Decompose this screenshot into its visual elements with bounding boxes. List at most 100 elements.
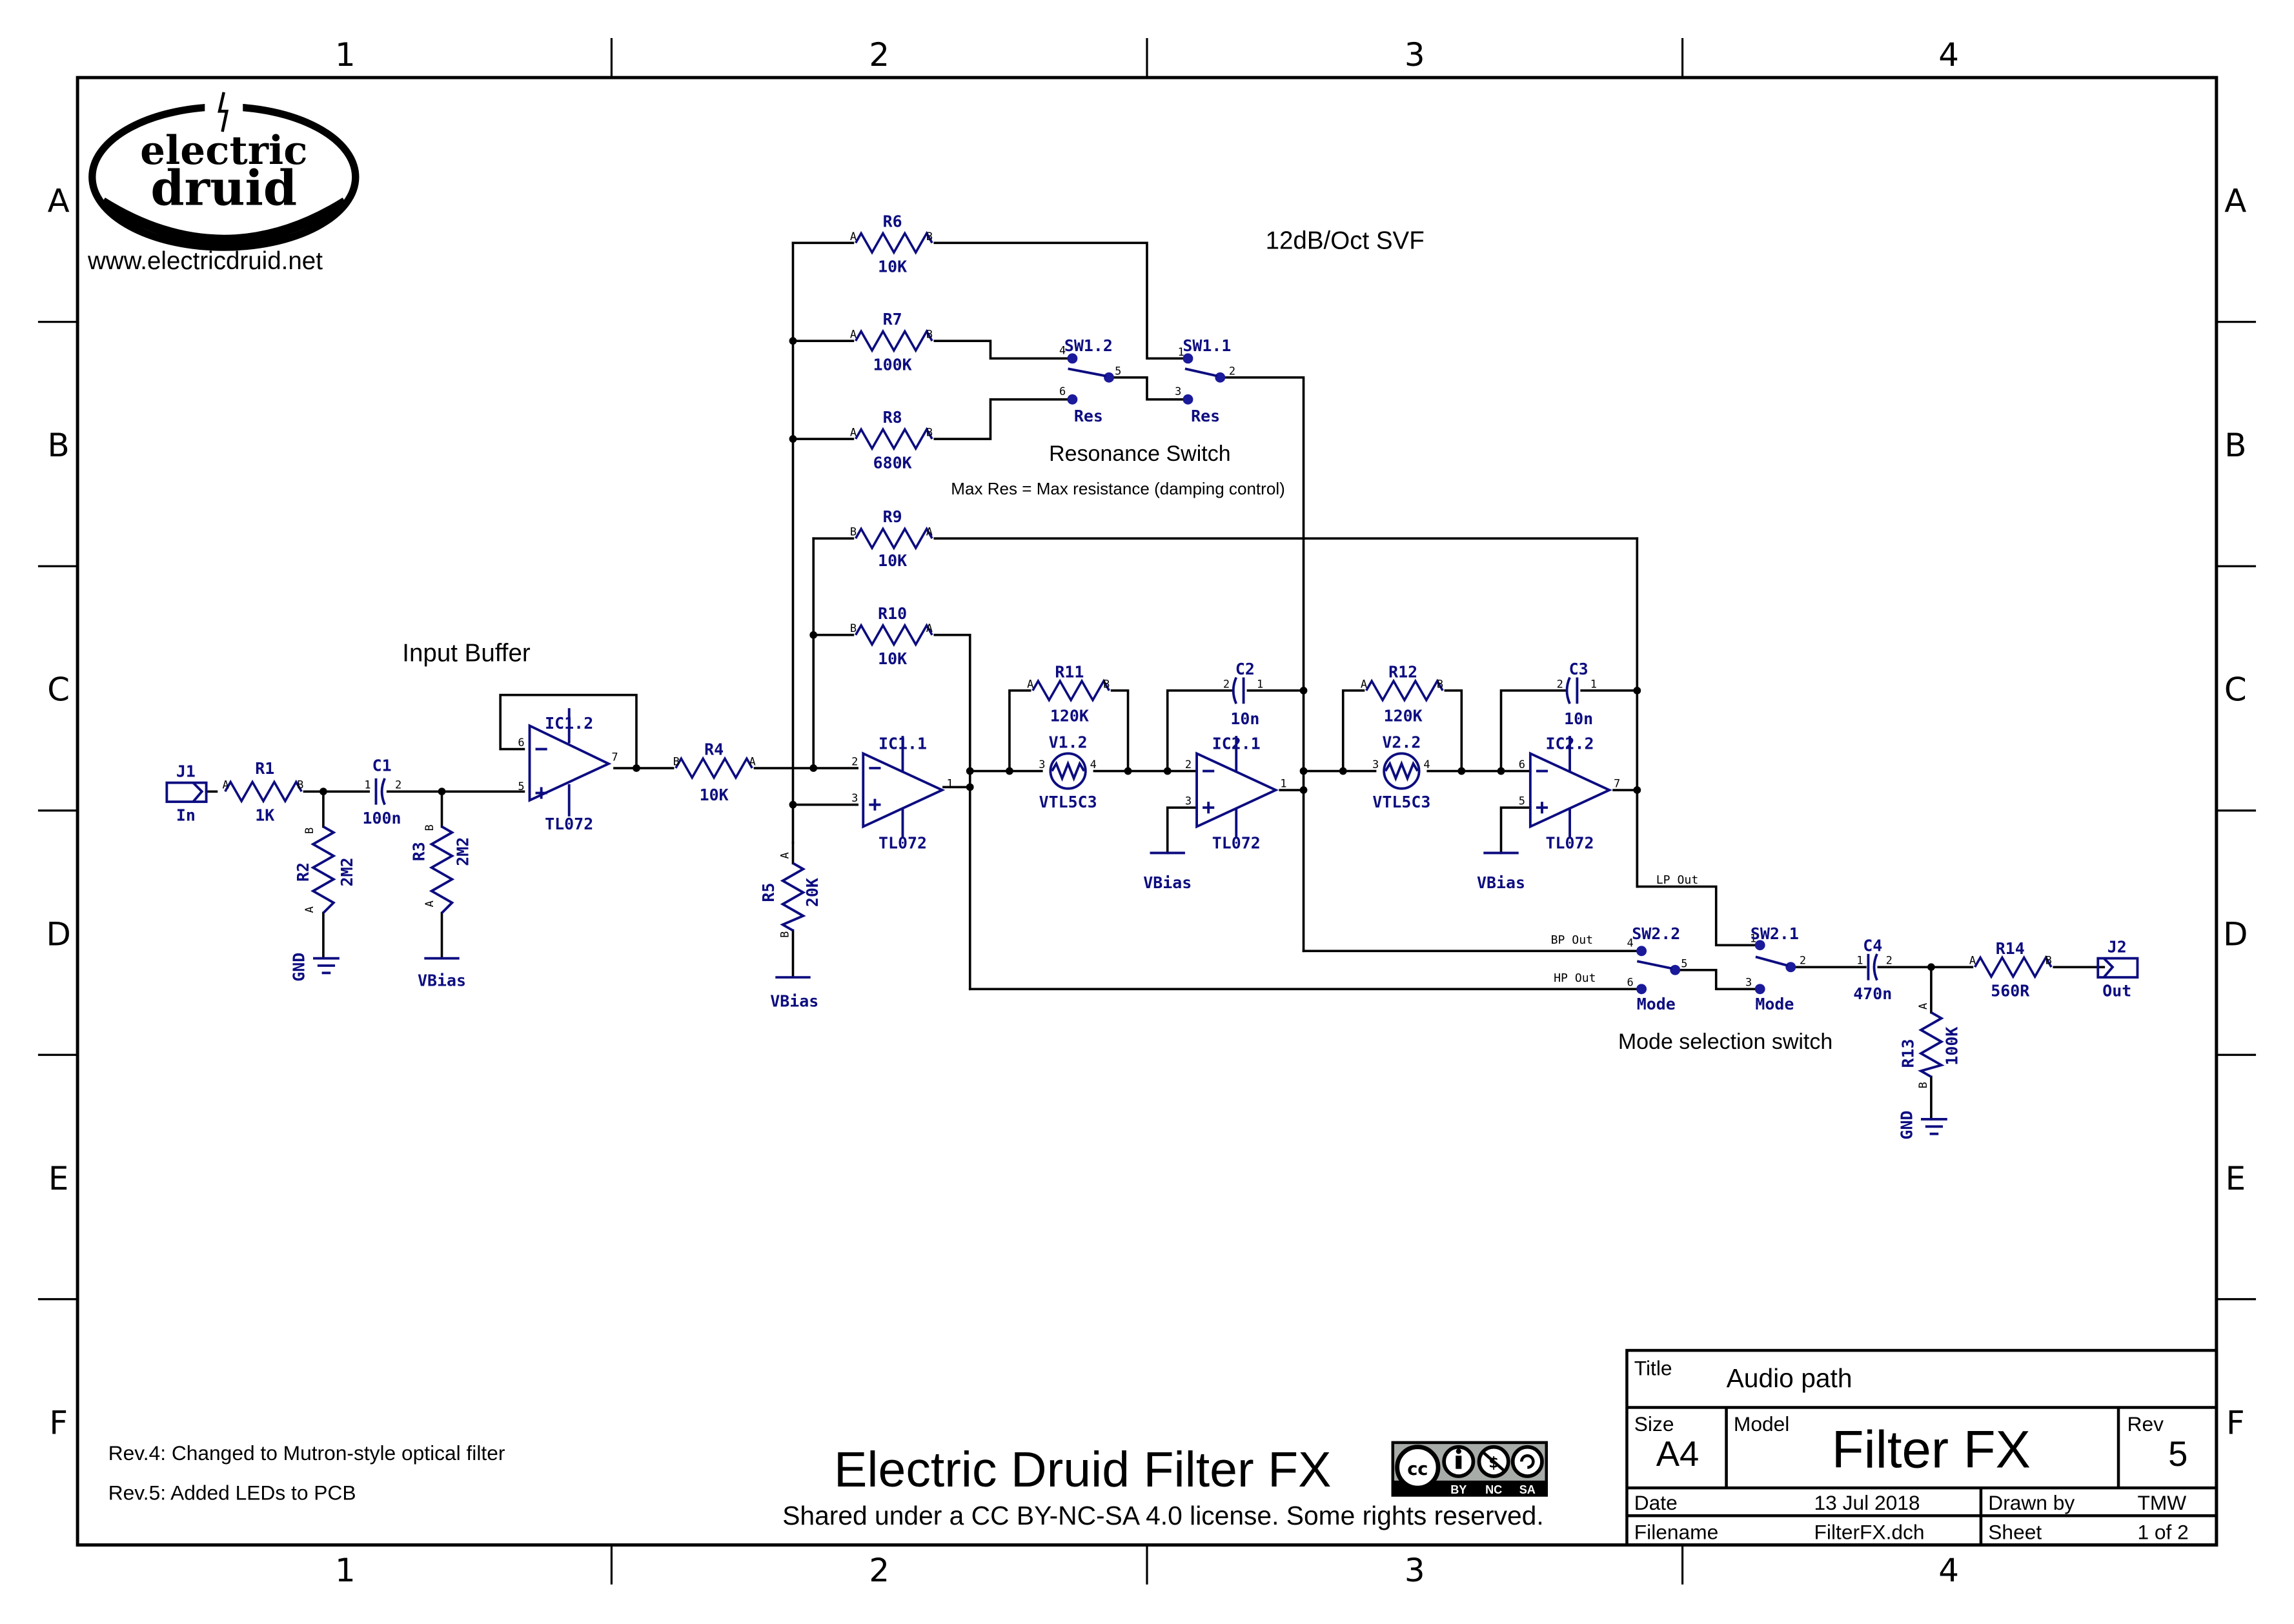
svg-text:A: A	[850, 230, 857, 243]
title-label: Title	[1634, 1357, 1672, 1380]
svg-text:Mode: Mode	[1637, 995, 1676, 1013]
row-label-right: E	[2226, 1160, 2246, 1197]
svg-text:NC: NC	[1485, 1483, 1502, 1496]
opamp-ic1-2: 657 IC1.2 TL072	[518, 708, 618, 833]
row-label-right: D	[2223, 915, 2248, 953]
svg-text:Out: Out	[2102, 982, 2131, 1000]
svg-text:SW1.2: SW1.2	[1064, 336, 1113, 355]
svg-text:3: 3	[1175, 385, 1181, 398]
svg-text:4: 4	[1059, 345, 1066, 358]
svg-text:A: A	[749, 755, 755, 768]
row-label-left: E	[48, 1160, 69, 1197]
svg-text:B: B	[423, 824, 436, 831]
drawn-by-value: TMW	[2137, 1491, 2186, 1514]
svg-text:SW2.1: SW2.1	[1751, 924, 1799, 943]
svg-text:2: 2	[1185, 758, 1192, 771]
svg-text:6: 6	[518, 736, 524, 749]
svg-text:100K: 100K	[873, 355, 912, 374]
license-text: Shared under a CC BY-NC-SA 4.0 license. …	[782, 1501, 1543, 1530]
svg-text:R2: R2	[294, 862, 312, 882]
sa-icon	[1510, 1445, 1544, 1478]
svg-text:7: 7	[1614, 777, 1620, 790]
svg-text:R4: R4	[704, 740, 724, 759]
svg-text:A: A	[779, 852, 792, 858]
svg-text:R1: R1	[255, 759, 274, 778]
project-title: Electric Druid Filter FX	[834, 1442, 1332, 1497]
svg-text:2: 2	[1886, 955, 1893, 968]
mode-switch-label: Mode selection switch	[1618, 1030, 1832, 1054]
title-block: Title Audio path Size A4 Model Filter FX…	[1625, 1348, 2218, 1547]
svg-text:Res: Res	[1191, 407, 1220, 425]
svg-text:A: A	[1917, 1003, 1930, 1010]
svg-text:3: 3	[1039, 758, 1045, 771]
input-jack-j1: J1 In	[165, 762, 208, 825]
svg-text:680K: 680K	[873, 453, 912, 472]
date-value: 13 Jul 2018	[1814, 1491, 1920, 1514]
vbias-symbol: VBias	[1143, 851, 1192, 892]
svg-text:B: B	[926, 329, 933, 341]
vbias-symbol: VBias	[418, 957, 466, 990]
net-label-bp-out: BP Out	[1551, 933, 1593, 947]
svg-text:R6: R6	[883, 212, 902, 230]
svg-text:560R: 560R	[1991, 982, 2029, 1000]
svf-section-label: 12dB/Oct SVF	[1266, 227, 1425, 254]
model-label: Model	[1734, 1412, 1789, 1436]
vbias-symbol: VBias	[1477, 851, 1525, 892]
svg-text:2: 2	[1223, 678, 1230, 691]
date-label: Date	[1634, 1491, 1678, 1514]
svg-text:TL072: TL072	[1546, 834, 1594, 853]
size-value: A4	[1656, 1434, 1700, 1474]
output-jack-j2: J2 Out	[2096, 938, 2139, 1000]
svg-text:4: 4	[1090, 758, 1097, 771]
svg-text:IC1.2: IC1.2	[545, 714, 593, 733]
svg-text:B: B	[2045, 955, 2052, 968]
svg-text:SA: SA	[1519, 1483, 1536, 1496]
svg-text:VBias: VBias	[418, 971, 466, 990]
grid-labels: 1 2 3 4 1 2 3 4 A B C D E F A B C D E F	[46, 36, 2248, 1589]
svg-text:B: B	[850, 526, 857, 539]
svg-text:BY: BY	[1450, 1483, 1467, 1496]
svg-text:B: B	[303, 827, 316, 834]
rev-value: 5	[2168, 1434, 2187, 1474]
svg-text:VTL5C3: VTL5C3	[1039, 793, 1097, 811]
svg-text:470n: 470n	[1853, 984, 1892, 1003]
svg-text:1: 1	[364, 779, 370, 792]
svg-text:3: 3	[1185, 795, 1192, 808]
junction-dots	[320, 337, 1935, 971]
svg-text:1: 1	[1856, 955, 1863, 968]
svg-text:C4: C4	[1863, 936, 1882, 955]
opamp-ic1-1: 231 IC1.1 TL072	[851, 735, 953, 853]
filename-value: FilterFX.dch	[1814, 1520, 1925, 1543]
svg-text:4: 4	[1627, 937, 1633, 950]
svg-text:B: B	[1103, 678, 1110, 691]
svg-text:R14: R14	[1996, 939, 2025, 958]
cc-icon: cc	[1407, 1459, 1428, 1479]
col-label-bottom: 4	[1938, 1552, 1959, 1589]
switch-sw2-2: 456 SW2.2 Mode	[1627, 924, 1687, 1013]
svg-text:R10: R10	[878, 604, 907, 623]
filename-label: Filename	[1634, 1520, 1718, 1543]
svg-text:7: 7	[611, 751, 618, 764]
svg-text:B: B	[297, 779, 303, 792]
svg-text:A: A	[850, 426, 857, 439]
svg-text:B: B	[1437, 678, 1443, 691]
svg-text:R3: R3	[409, 842, 428, 861]
svg-text:B: B	[779, 931, 792, 938]
svg-text:A: A	[303, 906, 316, 913]
sheet-number: 1 of 2	[2137, 1520, 2188, 1543]
svg-text:R5: R5	[759, 883, 778, 902]
svg-text:A: A	[850, 329, 857, 341]
svg-text:GND: GND	[289, 953, 308, 982]
svg-text:2: 2	[851, 755, 858, 768]
svg-text:3: 3	[1372, 758, 1379, 771]
svg-text:A: A	[1361, 678, 1367, 691]
